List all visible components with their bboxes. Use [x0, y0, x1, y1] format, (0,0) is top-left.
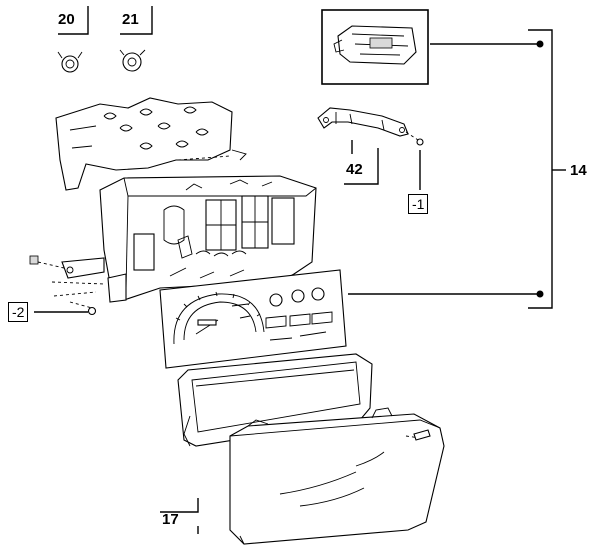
callout-42: 42: [346, 161, 363, 178]
callout-minus-2: -2: [8, 302, 29, 322]
connector-inset-box: [321, 9, 429, 85]
callout-leaders-top: [58, 6, 153, 35]
callout-leaders-14: [348, 29, 566, 309]
callout-17: 17: [162, 511, 179, 528]
front-lens-cover: [160, 407, 445, 545]
bulb-holder-20: [57, 51, 83, 73]
callout-14: 14: [570, 162, 587, 179]
callout-20: 20: [58, 11, 75, 28]
callout-minus-1: -1: [408, 194, 429, 214]
bracket-42: [317, 107, 424, 190]
bulb-holder-21: [119, 49, 146, 72]
rear-circuit-plate: [55, 97, 247, 191]
fixing-screws-left: [29, 255, 105, 316]
instrument-dial-panel: [159, 269, 347, 369]
callout-21: 21: [122, 11, 139, 28]
